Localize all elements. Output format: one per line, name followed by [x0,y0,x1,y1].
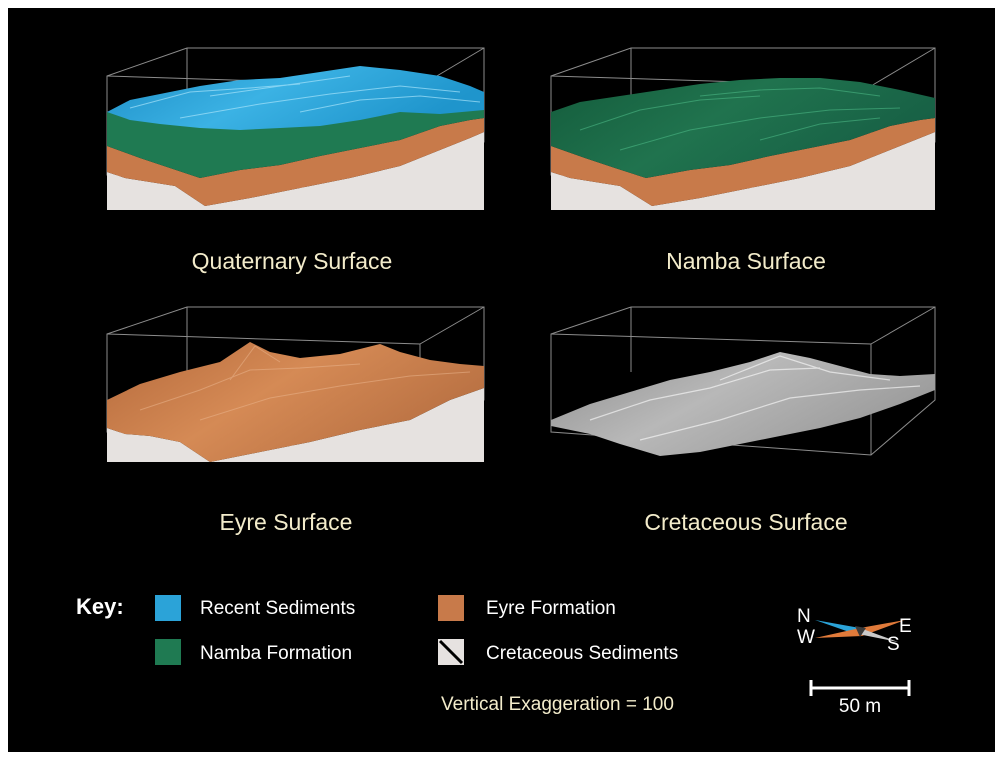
legend-label: Recent Sediments [200,598,355,619]
legend-item-eyre-formation: Eyre Formation [438,595,616,621]
panel-title: Quaternary Surface [192,248,393,274]
panel-namba: Namba Surface [550,47,936,274]
surface-texture [589,355,921,441]
legend-label: Eyre Formation [486,598,616,619]
legend-label: Cretaceous Sediments [486,643,678,664]
namba-formation-surface [551,78,935,178]
legend: Key: Recent Sediments Namba Formation Ey… [76,594,678,715]
compass-center [855,626,866,637]
compass-arrow-south [858,628,898,642]
legend-label: Namba Formation [200,643,352,664]
panel-title: Cretaceous Surface [644,509,847,535]
compass-arrow-east [860,620,905,636]
namba-layer [107,100,484,178]
surface-texture [139,345,471,421]
vertical-exaggeration-note: Vertical Exaggeration = 100 [441,694,674,715]
panel-cretaceous: Cretaceous Surface [550,306,936,535]
compass: N W E S [797,606,912,655]
eyre-layer [107,118,484,206]
surface-texture [579,87,901,151]
compass-s-label: S [887,634,900,655]
panel-title: Eyre Surface [220,509,353,535]
legend-item-namba-formation: Namba Formation [155,639,352,665]
legend-swatch-namba [155,639,181,665]
panel-title: Namba Surface [666,248,826,274]
panel-quaternary: Quaternary Surface [106,47,485,274]
scale-bar: 50 m [809,680,911,717]
compass-e-label: E [899,616,912,637]
cretaceous-layer [551,132,935,210]
legend-item-cretaceous-sediments: Cretaceous Sediments [438,639,678,665]
legend-title: Key: [76,594,124,619]
cretaceous-sediments-surface [551,352,935,456]
surface-texture [129,75,481,119]
cretaceous-layer [107,132,484,210]
eyre-layer [551,118,935,206]
compass-arrow-west [815,628,862,638]
bounding-box [550,306,936,456]
legend-swatch-diagonal [438,639,464,665]
legend-item-recent-sediments: Recent Sediments [155,595,355,621]
compass-w-label: W [797,627,815,648]
cretaceous-layer [107,388,484,462]
panel-eyre: Eyre Surface [106,306,485,535]
legend-swatch-eyre [438,595,464,621]
legend-swatch-recent [155,595,181,621]
compass-n-label: N [797,606,811,627]
eyre-formation-surface [107,342,484,462]
scale-bar-label: 50 m [839,696,881,717]
